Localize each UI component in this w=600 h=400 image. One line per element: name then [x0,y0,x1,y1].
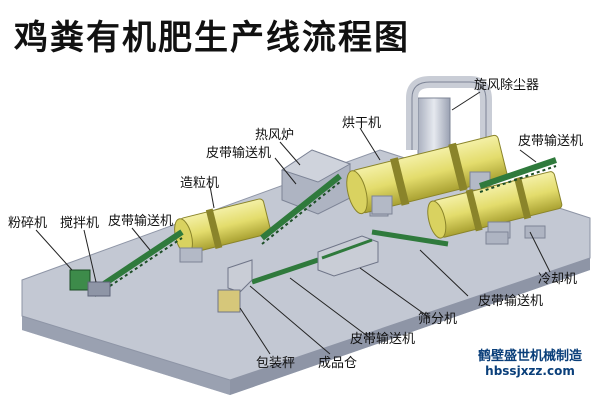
label-hot-stove: 热风炉 [255,128,295,143]
label-crusher: 粉碎机 [8,216,48,231]
label-conveyor-mid: 皮带输送机 [478,294,544,309]
screener [317,235,379,277]
packer [217,289,241,313]
label-granulator: 造粒机 [180,176,220,191]
granulator-support [179,247,203,263]
belt-left [93,229,184,293]
warehouse [227,259,253,293]
label-dryer: 烘干机 [342,116,382,131]
label-mixer: 搅拌机 [60,216,100,231]
cooler-drum [427,171,563,239]
belt-upper-rail [261,181,341,245]
granulator-drum [174,198,271,255]
dryer-drum [346,134,508,215]
belt-right [479,157,557,189]
belt-upper [260,173,342,241]
label-conveyor-bottom: 皮带输送机 [350,332,416,347]
label-packer: 包装秤 [256,356,296,371]
page-title: 鸡粪有机肥生产线流程图 [14,18,410,58]
label-conveyor-left: 皮带输送机 [108,214,174,229]
belt-bottom [251,257,319,285]
label-warehouse: 成品仓 [318,356,358,371]
label-screener: 筛分机 [418,312,458,327]
platform-side [230,258,590,395]
platform-block-1 [485,231,509,245]
brand-url: hbssjxzz.com [485,364,575,378]
label-cooler: 冷却机 [538,272,578,287]
belt-right-rail [479,165,557,193]
brand-watermark: 鹤壁盛世机械制造 hbssjxzz.com [478,345,582,378]
hot-stove-top [280,149,352,183]
dryer-support-left [371,195,393,215]
brand-name: 鹤壁盛世机械制造 [477,349,582,364]
label-conveyor-right: 皮带输送机 [518,134,584,149]
leader-lines [35,91,551,355]
crusher [69,269,91,291]
platform-front [22,316,230,395]
label-conveyor-top: 皮带输送机 [206,146,272,161]
label-cyclone: 旋风除尘器 [474,78,540,93]
mixer [87,281,111,297]
platform-block-2 [524,225,546,239]
belt-middle [371,229,449,247]
cyclone-pipe-outline [411,81,487,150]
screener-frame [321,238,373,260]
